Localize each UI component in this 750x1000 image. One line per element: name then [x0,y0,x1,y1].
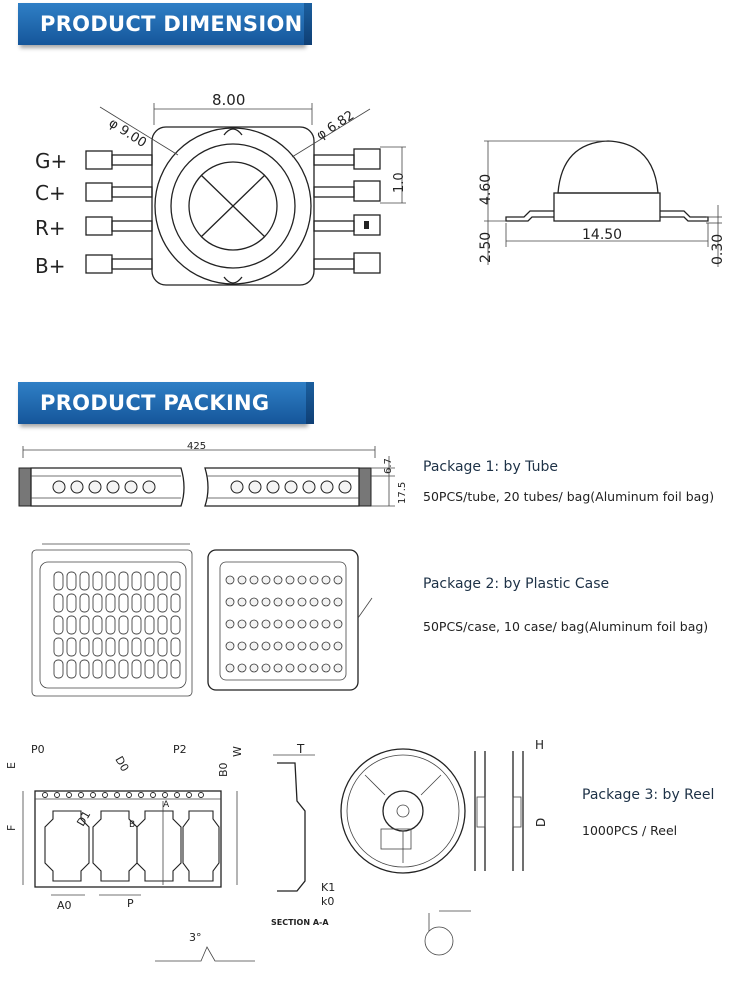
outer-diameter-label: φ 9.00 [106,116,149,151]
pin-label-g: G+ [35,149,67,173]
led-side-view-drawing: 4.60 2.50 14.50 0.30 [478,140,726,267]
pin-label-r: R+ [35,216,66,240]
tape-label-p: P [127,897,134,910]
width-dimension-label: 8.00 [212,91,245,109]
tape-label-k1: K1 [321,881,335,894]
pin-label-b: B+ [35,254,65,278]
tape-label-w: W [231,746,244,757]
tube-height-large-label: 17.5 [397,482,408,504]
tape-label-k0: k0 [321,895,334,908]
carrier-tape-drawing: P0 P2 E F W D0 D1 B0 A0 P A B T K1 k0 SE… [5,742,335,962]
tape-label-t: T [296,742,305,756]
tape-label-b: B [129,820,135,830]
tape-label-b0: B0 [217,762,230,777]
tape-label-a-top: A [163,800,170,810]
filled-tray-leds [225,575,343,673]
side-length-label: 14.50 [582,227,622,243]
product-packing-banner: PRODUCT PACKING [18,382,314,424]
empty-tray-pockets [53,571,181,679]
angle-label: 3° [189,931,202,944]
inner-diameter-label: φ 6.82 [314,108,357,143]
package-1-desc: 50PCS/tube, 20 tubes/ bag(Aluminum foil … [423,489,715,504]
tape-label-p0: P0 [31,743,45,756]
package-3-title: Package 3: by Reel [582,787,715,803]
plastic-case-drawing [31,543,373,697]
tube-length-label: 425 [187,441,206,452]
tube-height-small-label: 6.7 [383,458,394,474]
tape-label-a0: A0 [57,899,72,912]
tape-label-d0: D0 [112,754,131,774]
tape-label-p2: P2 [173,743,187,756]
package-2-desc: 50PCS/case, 10 case/ bag(Aluminum foil b… [423,619,709,634]
side-thickness-label: 0.30 [710,234,726,265]
tube-package-drawing: 425 6.7 17.5 [18,441,408,507]
section-label: SECTION A-A [271,918,329,927]
left-pins [85,150,153,274]
package-1-title: Package 1: by Tube [423,459,558,475]
side-height-label: 4.60 [478,174,494,205]
side-base-label: 2.50 [478,232,494,263]
led-top-view-drawing: 8.00 φ 9.00 φ 6.82 1.0 G+ C+ R+ B+ [35,91,407,286]
package-3-desc: 1000PCS / Reel [582,823,678,838]
reel-drawing: H D [340,738,548,956]
pin-pitch-label: 1.0 [392,172,407,193]
right-pins [313,148,381,274]
tape-label-e: E [5,762,18,769]
reel-label-d: D [534,818,548,827]
package-2-title: Package 2: by Plastic Case [423,576,610,592]
tape-label-d1: D1 [74,809,93,829]
tape-label-f: F [5,825,18,831]
product-dimension-banner: PRODUCT DIMENSION [18,3,312,45]
reel-label-h: H [535,738,544,752]
pin-label-c: C+ [35,181,66,205]
